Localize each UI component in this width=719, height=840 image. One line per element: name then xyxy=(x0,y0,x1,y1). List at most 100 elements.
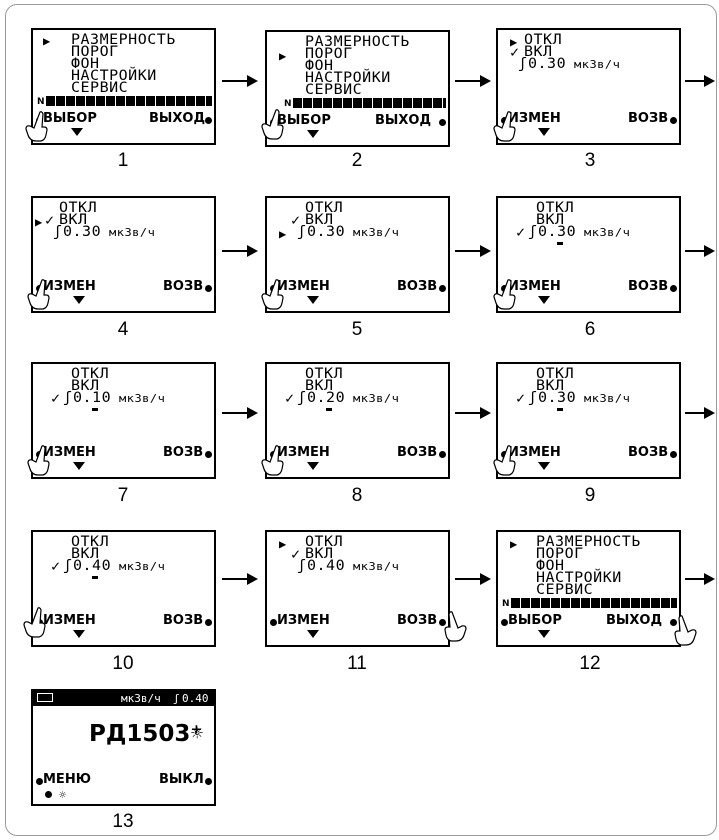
bar-marker: N xyxy=(37,97,45,107)
menu-item-nastroyki: НАСТРОЙКИ xyxy=(536,569,622,586)
pointing-hand-icon xyxy=(444,611,467,642)
menu-item-servis: СЕРВИС xyxy=(536,581,594,598)
units-label: мкЗв/ч xyxy=(119,392,166,405)
status-bar: мкЗв/ч ʃ 0.40 xyxy=(33,691,214,706)
screen-7: ОТКЛ ВКЛ ✓ ʃ 0.10 мкЗв/ч ИЗМЕН ВОЗВ xyxy=(31,362,216,479)
option-otkl: ОТКЛ xyxy=(305,199,344,216)
edit-cursor xyxy=(326,408,332,411)
option-otkl: ОТКЛ xyxy=(524,31,563,48)
option-vkl: ВКЛ xyxy=(71,377,100,394)
option-vkl: ВКЛ xyxy=(59,211,88,228)
check-icon: ✓ xyxy=(291,545,301,563)
option-otkl: ОТКЛ xyxy=(59,199,98,216)
vybor-label: ВЫБОР xyxy=(43,111,97,126)
pointing-hand-icon xyxy=(493,111,516,142)
menu-item-nastroyki: НАСТРОЙКИ xyxy=(305,69,391,86)
pointing-hand-icon xyxy=(23,607,46,638)
pointing-hand-icon xyxy=(261,279,284,310)
right-button-dot xyxy=(670,285,677,292)
screen-2: РАЗМЕРНОСТЬ ▶ ПОРОГ ФОН НАСТРОЙКИ СЕРВИС… xyxy=(265,30,450,147)
caption-10: 10 xyxy=(112,653,134,674)
screen-8: ОТКЛ ВКЛ ✓ ʃ 0.20 мкЗв/ч ИЗМЕН ВОЗВ xyxy=(265,362,450,479)
vozv-label: ВОЗВ xyxy=(397,445,438,460)
cursor-icon: ▶ xyxy=(279,49,287,63)
threshold-value: 0.30 xyxy=(528,55,567,72)
menu-item-porog: ПОРОГ xyxy=(305,45,353,62)
position-bar xyxy=(511,598,677,608)
menu-item-servis: СЕРВИС xyxy=(305,81,363,98)
down-triangle-icon xyxy=(71,128,83,136)
small-dot xyxy=(45,791,52,798)
option-otkl: ОТКЛ xyxy=(305,533,344,550)
pointing-hand-icon xyxy=(493,279,516,310)
check-icon: ✓ xyxy=(51,557,61,575)
izmen-label: ИЗМЕН xyxy=(43,279,96,294)
izmen-label: ИЗМЕН xyxy=(508,445,561,460)
vozv-label: ВОЗВ xyxy=(397,613,438,628)
caption-3: 3 xyxy=(584,150,596,171)
pointing-hand-icon xyxy=(493,445,516,476)
arrow-4-5 xyxy=(222,245,258,257)
check-icon: ✓ xyxy=(510,43,520,61)
option-vkl: ВКЛ xyxy=(536,211,565,228)
units-label: мкЗв/ч xyxy=(353,226,400,239)
option-vkl: ВКЛ xyxy=(71,545,100,562)
cursor-icon: ▶ xyxy=(510,537,518,551)
threshold-icon: ʃ xyxy=(63,389,73,406)
menu-item-servis: СЕРВИС xyxy=(71,79,129,96)
left-button-dot xyxy=(501,619,508,626)
izmen-label: ИЗМЕН xyxy=(508,279,561,294)
backlight-icon: ☼ xyxy=(59,788,67,802)
bar-marker: N xyxy=(284,99,292,109)
option-otkl: ОТКЛ xyxy=(536,365,575,382)
caption-4: 4 xyxy=(117,319,129,340)
down-triangle-icon xyxy=(538,128,550,136)
caption-6: 6 xyxy=(584,319,596,340)
izmen-label: ИЗМЕН xyxy=(508,111,561,126)
cursor-icon: ▶ xyxy=(43,34,51,48)
vozv-label: ВОЗВ xyxy=(163,279,204,294)
left-button-dot xyxy=(270,619,277,626)
caption-13: 13 xyxy=(112,811,134,832)
screen-5: ОТКЛ ✓ ВКЛ ▶ ʃ 0.30 мкЗв/ч ИЗМЕН ВОЗВ xyxy=(265,196,450,313)
down-triangle-icon xyxy=(307,630,319,638)
vyhod-label: ВЫХОД xyxy=(375,113,432,128)
arrow-11-12 xyxy=(455,573,491,585)
check-icon: ✓ xyxy=(291,211,301,229)
right-button-dot xyxy=(439,285,446,292)
units-label: мкЗв/ч xyxy=(353,560,400,573)
threshold-value: 0.30 xyxy=(538,389,577,406)
screen-3: ▶ ОТКЛ ✓ ВКЛ ʃ 0.30 мкЗв/ч ИЗМЕН ВОЗВ xyxy=(496,28,681,145)
threshold-value: 0.10 xyxy=(73,389,112,406)
screen-13: мкЗв/ч ʃ 0.40 РД1503⁺ ☼ МЕНЮ ☼ ВЫКЛ xyxy=(31,689,216,806)
menu-item-fon: ФОН xyxy=(71,55,100,72)
screen-11: ▶ ОТКЛ ✓ ВКЛ ʃ 0.40 мкЗв/ч ИЗМЕН ВОЗВ xyxy=(265,530,450,647)
sun-icon: ☼ xyxy=(191,721,204,745)
option-vkl: ВКЛ xyxy=(524,43,553,60)
threshold-icon: ʃ xyxy=(518,55,528,72)
option-otkl: ОТКЛ xyxy=(71,365,110,382)
threshold-icon: ʃ xyxy=(297,557,307,574)
battery-icon xyxy=(37,693,53,702)
down-triangle-icon xyxy=(307,296,319,304)
vybor-label: ВЫБОР xyxy=(277,113,331,128)
screen-1: ▶ РАЗМЕРНОСТЬ ПОРОГ ФОН НАСТРОЙКИ СЕРВИС… xyxy=(31,28,216,145)
caption-2: 2 xyxy=(351,150,363,171)
caption-8: 8 xyxy=(351,485,363,506)
caption-11: 11 xyxy=(347,653,367,674)
izmen-label: ИЗМЕН xyxy=(277,279,330,294)
caption-5: 5 xyxy=(351,319,363,340)
edit-cursor xyxy=(557,408,563,411)
threshold-icon: ʃ xyxy=(528,389,538,406)
down-triangle-icon xyxy=(538,462,550,470)
units-label: мкЗв/ч xyxy=(119,560,166,573)
threshold-icon: ʃ xyxy=(63,557,73,574)
down-triangle-icon xyxy=(307,130,319,138)
down-triangle-icon xyxy=(538,296,550,304)
down-triangle-icon xyxy=(73,462,85,470)
cursor-icon: ▶ xyxy=(279,537,287,551)
option-otkl: ОТКЛ xyxy=(71,533,110,550)
threshold-icon: ʃ xyxy=(297,389,307,406)
right-button-dot xyxy=(670,619,677,626)
izmen-label: ИЗМЕН xyxy=(277,445,330,460)
